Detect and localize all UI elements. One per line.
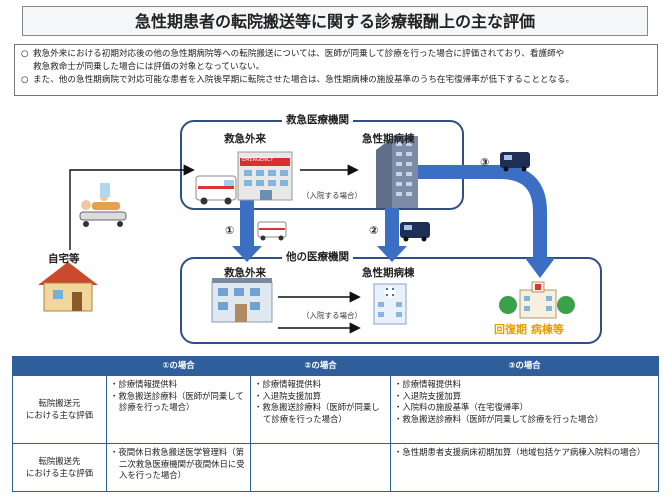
note-1: ○ 救急外来における初期対応後の他の急性期病院等への転院搬送については、医師が同乗… <box>21 48 651 74</box>
cell-origin-case3: ・診療情報提供料 ・入退院支援加算 ・入院料の施設基準（在宅復帰率） ・救急搬送… <box>390 375 659 444</box>
row-label-line2: における主な評価 <box>26 409 93 420</box>
recovery-ward-icon <box>499 281 575 319</box>
admission-note-bottom: （入院する場合） <box>302 311 362 320</box>
cell-destination-case3: ・急性期患者支援病床初期加算（地域包括ケア病棟入院料の場合） <box>390 443 659 492</box>
page-title: 急性期患者の転院搬送等に関する診療報酬上の主な評価 <box>22 6 648 36</box>
cell-origin-case2: ・診療情報提供料 ・入退院支援加算 ・救急搬送診療料（医師が同乗して診療を行った… <box>250 375 391 444</box>
table-header-case1: ①の場合 <box>106 356 251 376</box>
list-item: ・診療情報提供料 <box>110 379 177 389</box>
recovery-label-a: 回復期 <box>494 323 527 336</box>
list-item: ・救急搬送診療料（医師が同乗して診療を行った場合） <box>110 390 244 413</box>
note-2-line1: また、他の急性期病院で対応可能な患者を入院後早期に転院させた場合は、急性期病棟の… <box>33 75 575 85</box>
table-header-row: ①の場合 ②の場合 ③の場合 <box>12 356 659 376</box>
acute-ward-top-label: 急性期病棟 <box>362 133 415 145</box>
table-header-empty <box>12 356 107 376</box>
list-item: ・夜間休日救急搬送医学管理料（第二次救急医療機関が夜間休日に受入を行った場合） <box>110 447 245 480</box>
table-header-case2: ②の場合 <box>250 356 391 376</box>
list-item: ・入退院支援加算 <box>254 390 321 401</box>
route-2-marker: ② <box>369 224 379 237</box>
van-icon-route2 <box>400 222 430 242</box>
bullet-circle-icon: ○ <box>21 75 29 85</box>
table-row: 転院搬送先 における主な評価 ・夜間休日救急搬送医学管理料（第二次救急医療機関が… <box>12 443 659 492</box>
note-2: ○ また、他の急性期病院で対応可能な患者を入院後早期に転院させた場合は、急性期病棟… <box>21 74 651 87</box>
row-label-line2: における主な評価 <box>26 467 93 478</box>
row-label-line1: 転院搬送先 <box>38 456 81 466</box>
emergency-sign: EMERGENCY <box>242 157 274 163</box>
cell-destination-case1: ・夜間休日救急搬送医学管理料（第二次救急医療機関が夜間休日に受入を行った場合） <box>106 443 251 492</box>
home-to-er-arrow <box>69 164 195 250</box>
ambulance-icon-top <box>195 175 237 205</box>
bullet-circle-icon: ○ <box>21 49 29 59</box>
list-item: ・入退院支援加算 <box>394 390 461 401</box>
note-1-line1: 救急外来における初期対応後の他の急性期病院等への転院搬送については、医師が同乗し… <box>33 49 565 59</box>
evaluation-table: ①の場合 ②の場合 ③の場合 転院搬送元 における主な評価 ・診療情報提供料 ・… <box>12 356 659 492</box>
er-bottom-label: 救急外来 <box>224 267 266 279</box>
route-3-marker: ③ <box>480 156 490 169</box>
cell-origin-case1: ・診療情報提供料 ・救急搬送診療料（医師が同乗して診療を行った場合） <box>106 375 251 444</box>
emergency-institution-label: 救急医療機関 <box>282 112 353 127</box>
acute-ward-bottom-label: 急性期病棟 <box>362 267 415 279</box>
ambulance-icon-route1 <box>257 221 287 241</box>
list-item: ・救急搬送診療料（医師が同乗して診療を行った場合） <box>254 402 380 424</box>
row-label-origin: 転院搬送元 における主な評価 <box>12 375 107 444</box>
er-building-bottom-icon <box>211 278 273 323</box>
row-label-line1: 転院搬送元 <box>38 398 81 408</box>
cell-destination-case2 <box>250 443 391 492</box>
er-top-label: 救急外来 <box>224 133 266 145</box>
van-icon-route3 <box>500 152 530 172</box>
list-item: ・診療情報提供料 <box>254 379 321 389</box>
row-label-destination: 転院搬送先 における主な評価 <box>12 443 107 492</box>
list-item: ・診療情報提供料 <box>394 379 461 389</box>
notes-box: ○ 救急外来における初期対応後の他の急性期病院等への転院搬送については、医師が同乗… <box>14 44 658 96</box>
stretcher-patient-icon <box>79 183 127 227</box>
recovery-ward-label: 回復期 病棟等 <box>494 321 564 337</box>
list-item: ・急性期患者支援病床初期加算（地域包括ケア病棟入院料の場合） <box>394 447 646 457</box>
route-1-arrow <box>232 188 262 262</box>
table-row: 転院搬送元 における主な評価 ・診療情報提供料 ・救急搬送診療料（医師が同乗して… <box>12 375 659 444</box>
acute-ward-bottom-icon <box>373 283 407 325</box>
other-institution-label: 他の医療機関 <box>282 249 353 264</box>
home-label: 自宅等 <box>48 253 80 265</box>
route-1-marker: ① <box>225 224 235 237</box>
home-house-icon <box>38 262 98 312</box>
route-2-arrow <box>377 204 407 262</box>
table-header-case3: ③の場合 <box>390 356 659 376</box>
list-item: ・入院料の施設基準（在宅復帰率） <box>394 402 528 412</box>
recovery-label-b: 病棟等 <box>530 323 564 336</box>
acute-ward-tower-icon <box>376 136 418 208</box>
list-item: ・救急搬送診療料（医師が同乗して診療を行った場合） <box>394 413 604 424</box>
route-3-arrow <box>410 165 555 278</box>
admission-note-top: （入院する場合） <box>302 191 362 200</box>
emergency-hospital-icon <box>237 151 293 201</box>
note-1-line2: 救急救命士が同乗した場合には評価の対象となっていない。 <box>33 62 265 72</box>
